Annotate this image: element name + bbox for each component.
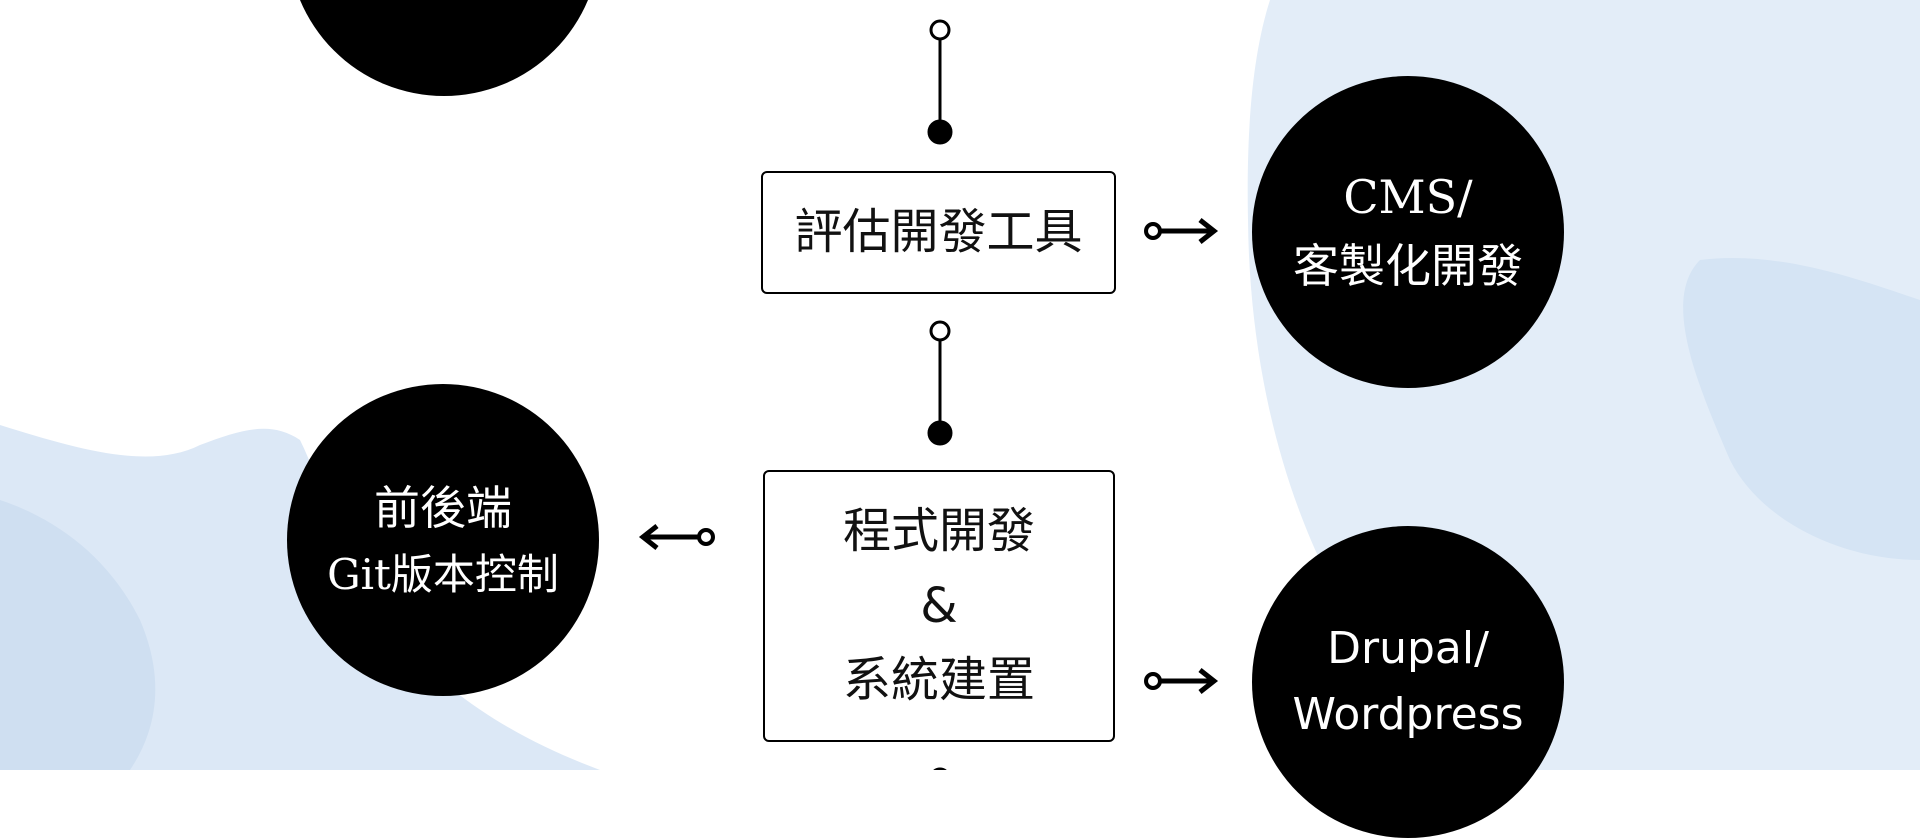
connector-top bbox=[927, 19, 953, 145]
evaluate-tools-label: 評估開發工具 bbox=[794, 204, 1083, 261]
git-node-label-line2: Git版本控制 bbox=[327, 550, 559, 599]
programming-label-line1: 程式開發 bbox=[842, 503, 1035, 560]
evaluate-tools-box: 評估開發工具 bbox=[761, 171, 1116, 294]
programming-label-line2: & bbox=[920, 577, 958, 634]
cms-node-label-line1: CMS/ bbox=[1343, 170, 1473, 224]
arrow-to-cms bbox=[1144, 218, 1219, 244]
git-node-label-line1: 前後端 bbox=[374, 481, 512, 535]
drupal-node-circle: Drupal/ Wordpress bbox=[1252, 526, 1564, 838]
connectors bbox=[638, 19, 1219, 770]
programming-box: 程式開發 & 系統建置 bbox=[763, 470, 1115, 742]
git-node-circle: 前後端 Git版本控制 bbox=[287, 384, 599, 696]
cms-node-circle: CMS/ 客製化開發 bbox=[1252, 76, 1564, 388]
cms-node-label-line2: 客製化開發 bbox=[1293, 239, 1523, 293]
right-background-shape-inner bbox=[1683, 258, 1920, 560]
arrow-to-git bbox=[638, 524, 715, 550]
connector-middle bbox=[927, 320, 953, 446]
arrow-to-drupal bbox=[1144, 668, 1219, 694]
left-background-shape-inner bbox=[0, 500, 156, 770]
drupal-node-label-line2: Wordpress bbox=[1292, 689, 1524, 740]
drupal-node-label-line1: Drupal/ bbox=[1327, 623, 1489, 674]
programming-label-line3: 系統建置 bbox=[842, 652, 1035, 709]
